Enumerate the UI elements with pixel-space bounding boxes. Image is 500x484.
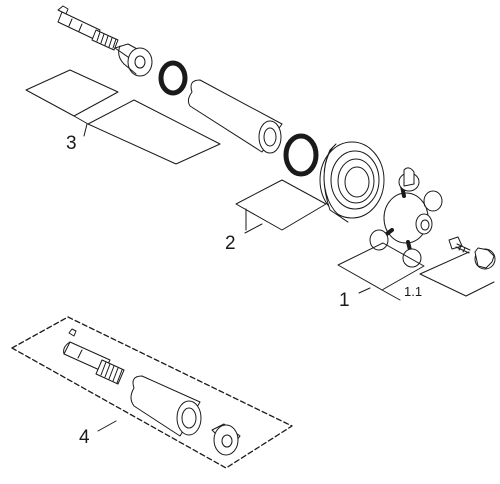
callout-1-leader [337, 242, 495, 301]
o-ring-small [158, 60, 188, 96]
valve-cartridge-bottom [63, 328, 125, 385]
kit-boundary-box [11, 316, 293, 469]
callout-1-1-label: 1.1 [404, 284, 423, 299]
valve-cartridge-top [57, 5, 119, 51]
callout-1-label: 1 [339, 290, 350, 311]
callout-2-leader [235, 179, 327, 234]
bushing-bottom [211, 423, 241, 456]
callout-4-label: 4 [79, 427, 90, 448]
callout-4-leader [97, 420, 117, 432]
callout-2-label: 2 [225, 233, 236, 254]
callout-3-leader [25, 69, 221, 165]
cover-flange [319, 141, 385, 223]
callout-3-label: 3 [66, 133, 77, 154]
extension-sleeve-bottom [130, 375, 202, 437]
o-ring-large [283, 133, 319, 177]
cross-handle [369, 167, 443, 268]
bushing-top [114, 43, 153, 77]
handle-screw [448, 236, 471, 254]
extension-sleeve-top [187, 79, 283, 154]
cover-cap [474, 247, 496, 270]
